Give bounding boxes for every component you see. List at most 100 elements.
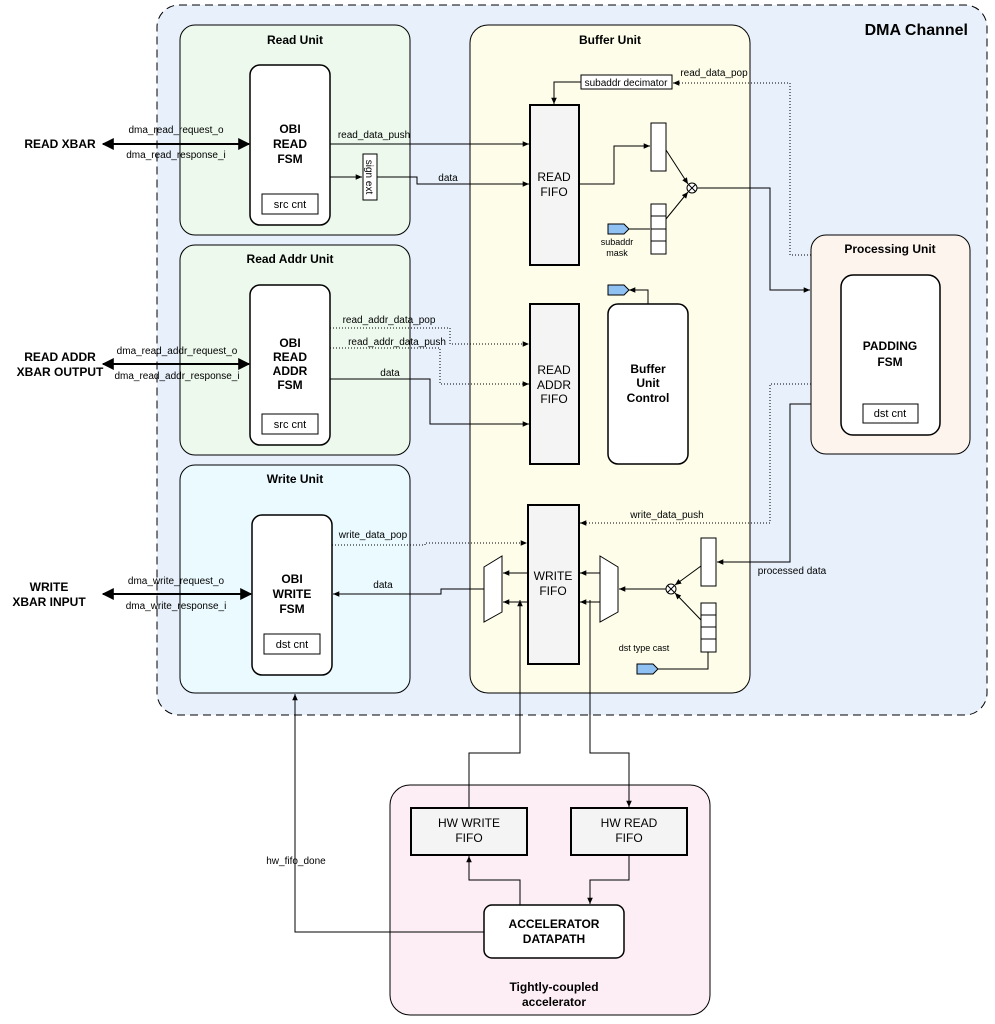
dst-type-cast-label: dst type cast <box>619 643 670 653</box>
write-and-gate-icon <box>665 583 677 595</box>
dma-read-request-label: dma_read_request_o <box>128 125 224 136</box>
obi-read-addr-fsm-line-3: ADDR <box>273 364 308 378</box>
subaddr-decimator-label: subaddr decimator <box>585 78 668 89</box>
read-data-label: data <box>438 173 458 184</box>
control-indicator-wire <box>629 287 649 304</box>
read-addr-xbar-label-1: READ ADDR <box>24 350 96 364</box>
read-data-register <box>650 122 667 172</box>
write-dst-counter <box>263 633 321 655</box>
read-addr-data-label: data <box>380 368 400 379</box>
obi-read-addr-fsm-line-4: FSM <box>277 378 302 392</box>
read-addr-data-pop-wire <box>330 327 529 347</box>
cast-register-to-gate-wire <box>674 592 702 621</box>
sign-ext-label: sign ext <box>363 160 374 195</box>
obi-write-fsm-line-3: FSM <box>279 602 304 616</box>
write-xbar-label-2: XBAR INPUT <box>12 595 86 609</box>
buffer-unit-control-line-2: Unit <box>636 376 659 390</box>
dma-channel-title: DMA Channel <box>865 22 968 39</box>
dst-type-cast-indicator <box>636 663 659 675</box>
dma-read-response-label: dma_read_response_i <box>126 150 226 161</box>
write-data-push-label: write_data_push <box>629 510 703 521</box>
hw-fifo-done-label: hw_fifo_done <box>266 856 326 867</box>
read-addr-fifo-line-3: FIFO <box>540 392 567 406</box>
buffer-unit-control-line-3: Control <box>627 391 670 405</box>
padding-dst-counter <box>862 403 919 424</box>
read-addr-xbar-label-2: XBAR OUTPUT <box>17 365 104 379</box>
obi-read-fsm-line-3: FSM <box>277 152 302 166</box>
read-addr-data-wire <box>330 378 529 427</box>
datapath-to-hw-write-fifo-wire <box>466 856 521 905</box>
processed-register-to-gate-wire <box>674 565 702 586</box>
hw-read-fifo-to-datapath-wire <box>587 855 630 904</box>
write-xbar-label-1: WRITE <box>30 580 69 594</box>
obi-read-fsm-line-2: READ <box>273 137 307 151</box>
hw-write-fifo-line-2: FIFO <box>455 831 482 845</box>
padding-dst-counter-label: dst cnt <box>874 408 906 420</box>
read-data-wire <box>377 176 529 187</box>
obi-write-fsm-line-2: WRITE <box>273 587 312 601</box>
obi-read-addr-fsm-line-2: READ <box>273 350 307 364</box>
padding-fsm-line-2: FSM <box>877 355 902 369</box>
write-mux-right <box>599 555 619 623</box>
obi-read-fsm-line-1: OBI <box>279 122 300 136</box>
write-data-pop-label: write_data_pop <box>338 530 408 541</box>
hw-read-fifo-line-1: HW READ <box>601 816 658 830</box>
mux-to-hw-read-fifo-wire <box>589 600 632 807</box>
write-fifo <box>527 504 580 665</box>
write-data-label: data <box>373 580 393 591</box>
read-addr-fifo-line-1: READ <box>537 363 571 377</box>
write-unit-title: Write Unit <box>267 472 323 486</box>
hw-read-fifo-line-2: FIFO <box>615 831 642 845</box>
dma-write-request-label: dma_write_request_o <box>128 576 225 587</box>
subaddr-mask-register <box>650 203 667 255</box>
write-fifo-line-1: WRITE <box>534 569 573 583</box>
read-addr-src-counter-label: src cnt <box>274 419 306 431</box>
dst-type-cast-register <box>700 602 717 653</box>
decimator-to-fifo-wire <box>551 81 581 104</box>
register-to-gate-wire <box>665 149 689 185</box>
processed-data-register <box>700 537 717 587</box>
buffer-unit-control-line-1: Buffer <box>630 362 666 376</box>
read-addr-src-counter <box>261 413 319 435</box>
read-fifo-out-wire <box>579 143 650 185</box>
padding-fsm <box>840 274 941 436</box>
read-addr-data-push-wire <box>330 347 529 387</box>
read-addr-data-push-label: read_addr_data_push <box>348 337 446 348</box>
subaddr-mask-indicator <box>607 223 630 235</box>
dma-write-response-label: dma_write_response_i <box>126 601 227 612</box>
write-data-pop-wire <box>332 540 527 546</box>
padding-fsm-line-1: PADDING <box>863 339 917 353</box>
cast-indicator-wire <box>658 652 709 670</box>
write-dst-counter-label: dst cnt <box>276 639 308 651</box>
read-data-pop-label: read_data_pop <box>680 68 748 79</box>
processed-data-label: processed data <box>758 566 827 577</box>
mask-to-gate-wire <box>665 191 689 220</box>
read-fifo <box>529 104 580 266</box>
read-src-counter <box>261 193 319 215</box>
read-src-counter-label: src cnt <box>274 199 306 211</box>
subaddr-mask-label-1: subaddr <box>601 237 634 247</box>
dma-read-addr-response-label: dma_read_addr_response_i <box>114 371 239 382</box>
read-addr-fifo-line-2: ADDR <box>537 378 571 392</box>
hw-read-fifo <box>570 807 688 856</box>
processing-unit-title: Processing Unit <box>844 242 935 256</box>
hw-fifo-done-wire <box>292 694 484 933</box>
read-addr-fifo <box>529 303 580 465</box>
hw-write-fifo-line-1: HW WRITE <box>438 816 500 830</box>
accelerator-datapath-line-2: DATAPATH <box>523 932 585 946</box>
read-data-push-label: read_data_push <box>338 130 410 141</box>
accelerator-label-2: accelerator <box>522 995 586 1009</box>
write-mux-left <box>483 555 503 623</box>
gate-to-processing-wire <box>697 187 810 293</box>
buffer-control-indicator <box>607 284 630 296</box>
obi-write-fsm-line-1: OBI <box>281 572 302 586</box>
read-fifo-line-1: READ <box>537 170 571 184</box>
read-unit-title: Read Unit <box>267 33 323 47</box>
read-addr-unit-title: Read Addr Unit <box>247 252 334 266</box>
write-data-wire <box>333 588 484 597</box>
obi-read-addr-fsm-line-1: OBI <box>279 336 300 350</box>
hw-write-fifo-to-mux-wire <box>468 600 523 808</box>
subaddr-mask-label-2: mask <box>606 248 628 258</box>
write-fifo-line-2: FIFO <box>539 584 566 598</box>
